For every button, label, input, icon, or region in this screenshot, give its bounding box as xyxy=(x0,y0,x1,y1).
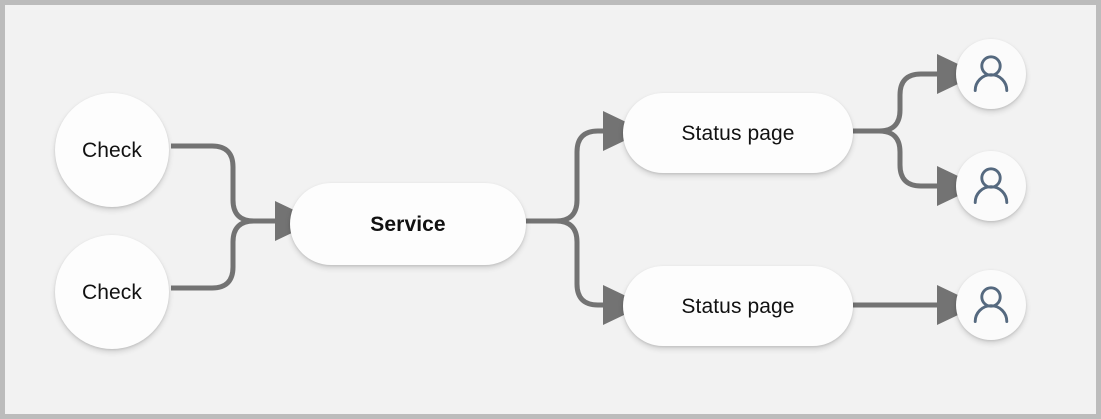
node-status-page-2-label: Status page xyxy=(681,294,795,318)
node-check-1[interactable]: Check xyxy=(55,93,169,207)
user-icon xyxy=(973,167,1009,204)
edge-status1-user1 xyxy=(853,54,979,134)
edge-status1-user2 xyxy=(853,128,979,206)
node-user-1[interactable] xyxy=(956,39,1026,109)
edge-connectors xyxy=(171,54,979,325)
node-user-3[interactable] xyxy=(956,270,1026,340)
edge-check2-service xyxy=(171,218,277,291)
node-status-page-1[interactable]: Status page xyxy=(623,93,853,173)
node-status-page-1-label: Status page xyxy=(681,121,795,145)
node-check-1-label: Check xyxy=(81,138,143,162)
user-icon xyxy=(973,286,1009,323)
node-service[interactable]: Service xyxy=(290,183,526,265)
node-service-label: Service xyxy=(370,212,446,236)
node-user-2[interactable] xyxy=(956,151,1026,221)
node-status-page-2[interactable]: Status page xyxy=(623,266,853,346)
user-icon xyxy=(973,55,1009,92)
diagram-layer: Check Check Service Status page Status p… xyxy=(5,5,1096,414)
node-check-2-label: Check xyxy=(81,280,143,304)
edge-check1-service xyxy=(171,143,317,241)
node-check-2[interactable]: Check xyxy=(55,235,169,349)
edge-service-status1 xyxy=(526,111,645,224)
edge-service-status2 xyxy=(526,218,645,325)
